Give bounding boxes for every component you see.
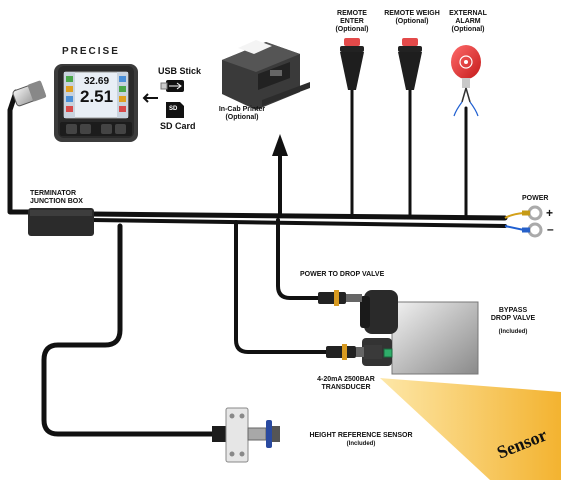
drop-valve-connector [318,290,362,306]
height-sensor-sub: (Included) [346,441,376,447]
drop-valve-power-label: POWER TO DROP VALVE [300,271,385,278]
arrow-icon [142,93,158,103]
db9-connector [12,80,47,107]
sensor-beam [380,378,561,480]
display-cable [7,89,31,215]
sd-chip-label: SD [169,106,178,112]
alarm-title: EXTERNAL ALARM [449,10,487,25]
bypass-sub: (Included) [498,329,528,335]
brand-logo: PRECISE [62,46,120,57]
main-trunk-cable [89,211,508,221]
usb-label: USB Stick [158,66,202,76]
height-sensor-cable [41,223,215,437]
printer-arrow-icon [272,134,288,156]
remote-weigh-title: REMOTE WEIGH [384,10,440,17]
terminator-line2: JUNCTION BOX [30,198,83,205]
transducer-line1: 4-20mA 2500BAR [317,376,375,383]
alarm-label: EXTERNAL ALARM (Optional) [446,10,490,34]
power-wire-negative [504,225,525,231]
power-label: POWER [522,195,549,202]
power-minus-sign: – [547,222,554,236]
bypass-line1: BYPASS [498,307,528,314]
positive-ring-terminal [527,205,543,221]
remote-enter-label: REMOTE ENTER (Optional) [328,10,376,34]
transducer-label: 4-20mA 2500BAR TRANSDUCER [296,376,396,392]
power-plus-sign: + [546,206,554,220]
height-sensor-label: HEIGHT REFERENCE SENSOR (Included) [296,432,426,448]
display-unit [54,64,138,142]
remote-enter-title: REMOTE ENTER [337,10,367,25]
usb-stick [160,80,184,92]
transducer-cable [234,220,328,354]
terminator-junction-box [28,208,94,236]
negative-ring-terminal [527,222,543,238]
height-sensor-title: HEIGHT REFERENCE SENSOR [309,432,413,439]
printer-title: In-Cab Printer [218,106,266,113]
sd-card-label: SD Card [160,121,196,131]
drop-valve-power-cable [276,218,320,300]
printer [222,40,310,110]
display-main-value: 2.51 [80,87,114,106]
printer-sub: (Optional) [225,114,259,121]
height-reference-sensor [212,407,280,463]
bypass-drop-valve [360,290,479,375]
bypass-label: BYPASS DROP VALVE (Included) [478,307,548,336]
remote-weigh-sub: (Optional) [395,18,429,25]
power-wire-positive [504,212,525,219]
printer-label: In-Cab Printer (Optional) [212,106,272,122]
terminator-line1: TERMINATOR [30,190,77,197]
terminator-label: TERMINATOR JUNCTION BOX [30,190,83,206]
sd-card [166,102,184,118]
bypass-line2: DROP VALVE [490,315,536,322]
remote-weigh-label: REMOTE WEIGH (Optional) [382,10,442,26]
external-alarm [451,45,481,117]
remote-weigh-switch [398,38,422,90]
power-cable [90,218,507,228]
alarm-sub: (Optional) [451,26,485,33]
remote-enter-switch [340,38,364,90]
transducer-connector [326,344,393,360]
transducer-line2: TRANSDUCER [321,384,371,391]
remote-enter-sub: (Optional) [335,26,369,33]
display-top-value: 32.69 [84,76,110,87]
